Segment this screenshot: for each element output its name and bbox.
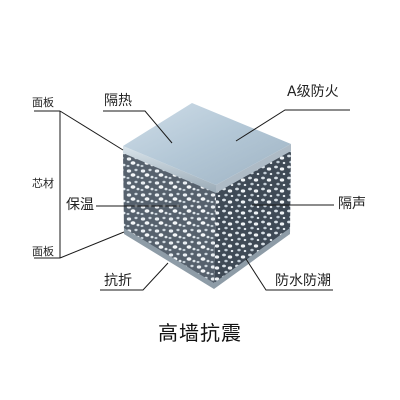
cube-top-edge-right: [216, 144, 291, 193]
caption: 高墙抗震: [158, 321, 242, 345]
cube-top-edge-front: [123, 146, 216, 193]
label-thermal-insulation: 保温: [66, 197, 94, 213]
label-panel-bottom: 面板: [32, 245, 54, 258]
left-bracket: [34, 110, 125, 259]
label-panel-top: 面板: [32, 96, 54, 109]
label-bending: 抗折: [104, 273, 132, 289]
label-fire-class: A级防火: [287, 84, 339, 100]
leader-lines: [96, 109, 350, 291]
label-waterproof: 防水防潮: [275, 273, 331, 289]
label-heat-insulation: 隔热: [104, 93, 132, 109]
cube-top-face: [123, 103, 291, 185]
cube-right-face: [214, 150, 291, 288]
cube-front-face: [123, 152, 216, 288]
label-sound-insulation: 隔声: [338, 196, 366, 212]
label-core: 芯材: [32, 177, 54, 190]
